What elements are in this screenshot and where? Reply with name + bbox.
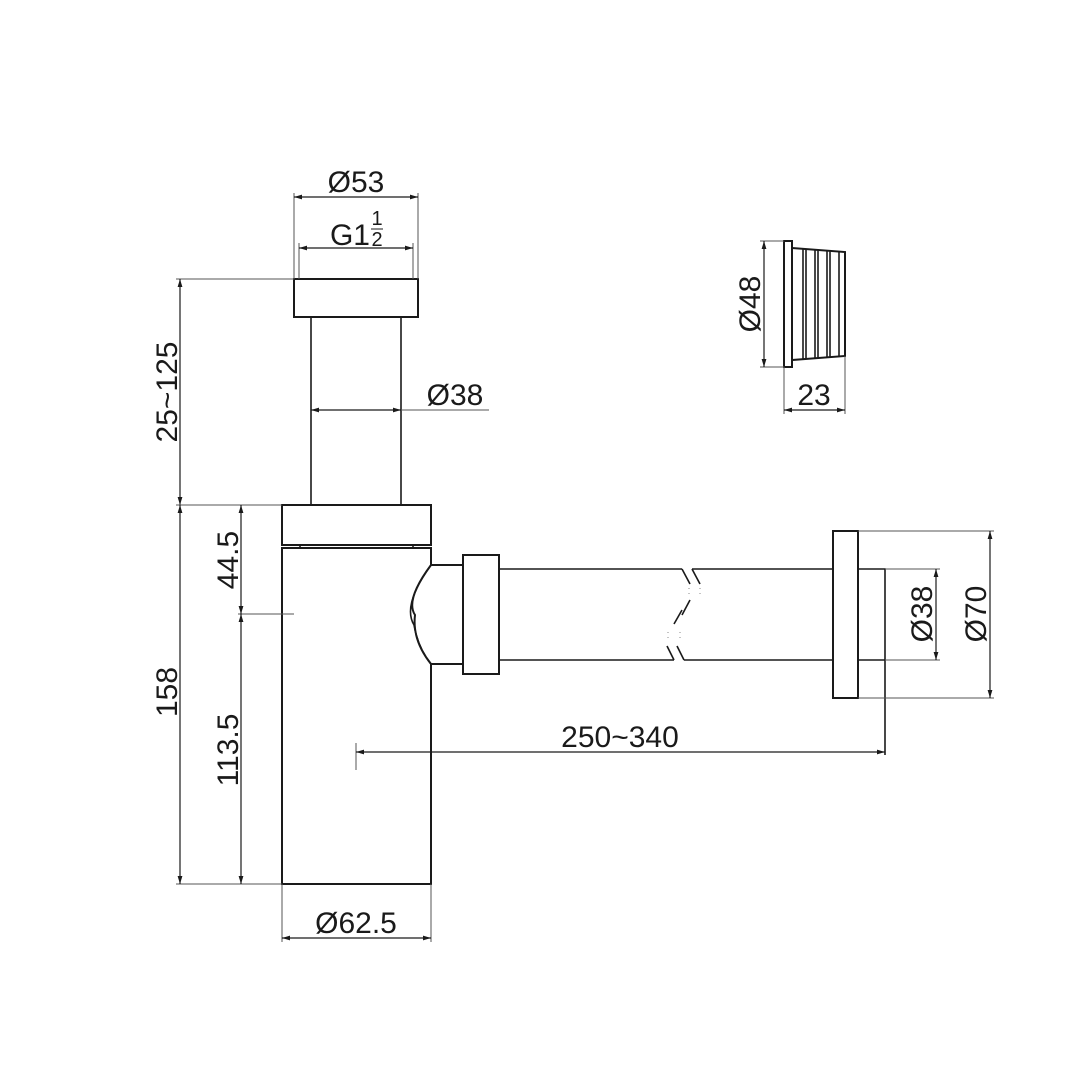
label-outlet-length: 250~340 xyxy=(561,721,679,754)
dim-body-height: 158 xyxy=(151,504,282,885)
label-body-diameter: Ø62.5 xyxy=(315,907,397,940)
dim-body-sections: 44.5 113.5 xyxy=(212,505,294,884)
label-outlet-diameter: Ø38 xyxy=(906,586,939,643)
adapter-part xyxy=(783,240,846,368)
label-thread-frac-num: 1 xyxy=(371,208,382,230)
dim-adapter-diameter: Ø48 xyxy=(734,240,784,368)
label-riser-height: 25~125 xyxy=(151,342,184,443)
wall-flange xyxy=(832,530,886,755)
label-body-lower: 113.5 xyxy=(212,714,245,787)
dim-adapter-length: 23 xyxy=(783,356,846,414)
label-thread-size: G1 xyxy=(330,219,370,252)
dim-riser-diameter: Ø38 xyxy=(311,379,489,413)
label-wall-flange-diameter: Ø70 xyxy=(960,586,993,643)
label-adapter-diameter: Ø48 xyxy=(734,276,767,333)
riser-pipe xyxy=(310,317,402,505)
outlet-pipe xyxy=(499,568,833,661)
label-riser-diameter: Ø38 xyxy=(427,379,484,412)
dim-outlet-length: 250~340 xyxy=(355,721,885,770)
label-top-flange-diameter: Ø53 xyxy=(328,166,385,199)
outlet-nut xyxy=(462,554,500,675)
label-adapter-length: 23 xyxy=(797,379,830,412)
dim-top-flange-diameter: Ø53 xyxy=(293,166,419,279)
label-body-height: 158 xyxy=(151,667,184,717)
dim-body-diameter: Ø62.5 xyxy=(281,884,432,942)
dim-wall-flange-diameter: Ø70 xyxy=(858,530,994,699)
label-body-upper: 44.5 xyxy=(212,531,245,589)
outlet-elbow xyxy=(409,564,465,665)
trap-body-cap xyxy=(281,504,432,546)
dim-outlet-diameter: Ø38 xyxy=(885,568,940,661)
trap-body xyxy=(281,545,432,885)
dim-thread-size: G1 1 2 xyxy=(298,208,414,279)
dim-riser-height: 25~125 xyxy=(151,278,294,505)
top-flange xyxy=(293,278,419,318)
label-thread-frac-den: 2 xyxy=(371,229,382,251)
